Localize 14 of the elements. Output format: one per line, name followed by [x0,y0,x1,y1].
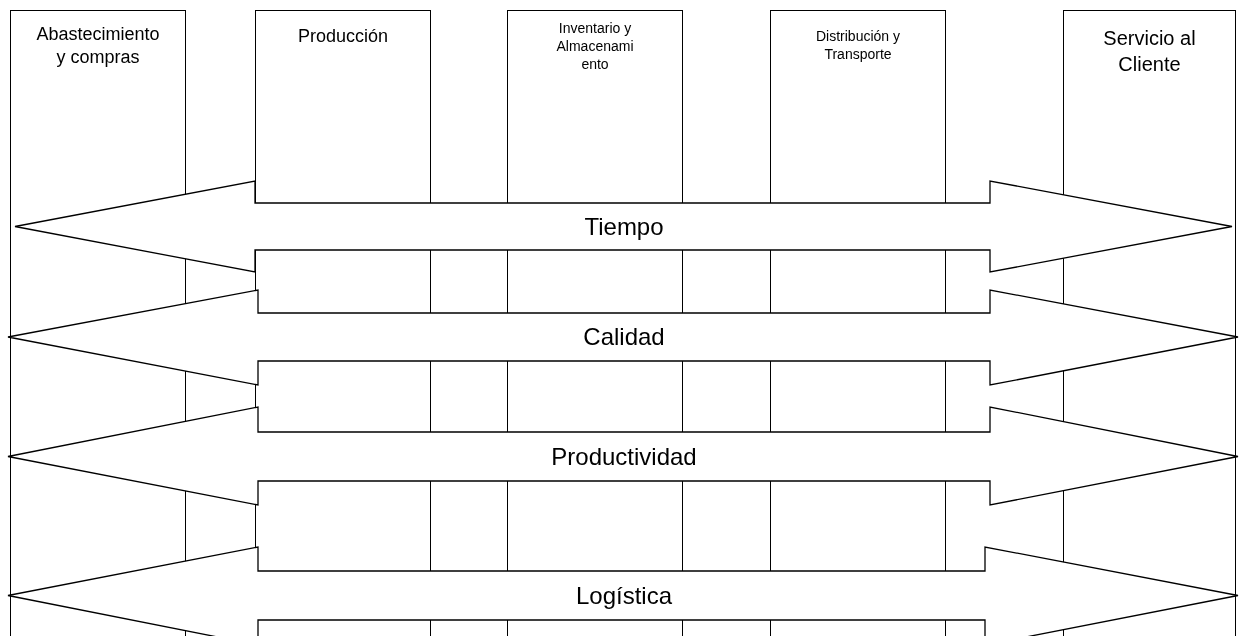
column-heading: Servicio al Cliente [1102,26,1197,77]
column-heading: Inventario y Almacenamiento [555,19,635,74]
double-pointed-banner [15,181,1232,272]
column-heading: Abastecimiento y compras [35,23,161,70]
column-heading: Distribución y Transporte [815,27,901,64]
column-heading: Producción [296,25,390,48]
double-pointed-banner [8,547,1238,636]
double-pointed-banner [8,407,1238,505]
column-box [1063,10,1236,204]
column-box [770,10,946,204]
column-box [10,10,186,204]
double-pointed-banner [8,290,1238,385]
column-box [507,10,683,204]
column-box [255,10,431,204]
